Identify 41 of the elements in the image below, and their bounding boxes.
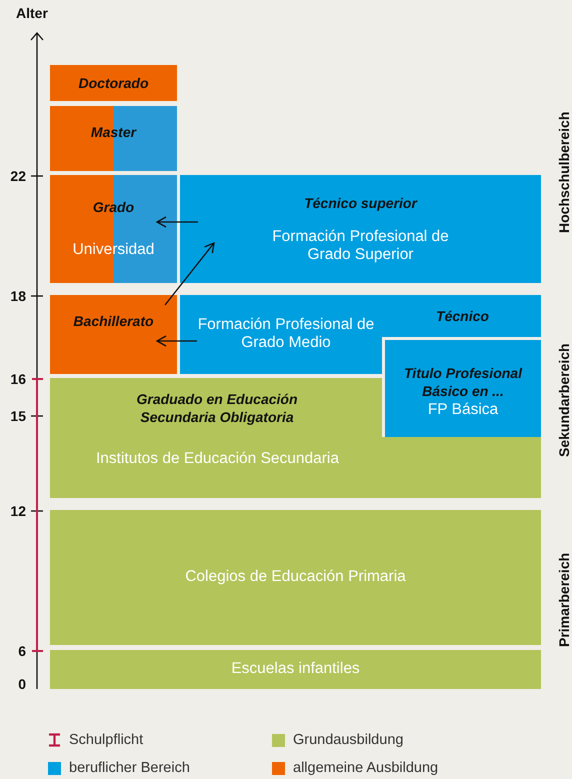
education-block (180, 175, 541, 283)
education-block (50, 295, 177, 374)
qualification-label: Graduado en Educación Secundaria Obligatoria (135, 390, 299, 426)
stage-label: Primarbereich (556, 552, 572, 650)
education-block (382, 337, 541, 437)
legend-label: allgemeine Ausbildung (293, 759, 438, 778)
arrow (156, 216, 198, 228)
tick-label: 22 (10, 168, 26, 184)
institution-label: Formación Profesional de Grado Medio (196, 316, 376, 352)
legend-label: Schulpflicht (69, 731, 144, 750)
institution-label: FP Básica (426, 401, 500, 419)
institution-label: Colegios de Educación Primaria (184, 568, 407, 586)
stage-label: Sekundarbereich (556, 342, 572, 459)
arrow (156, 335, 197, 347)
education-block (50, 175, 177, 283)
qualification-label: Técnico (435, 307, 490, 325)
institution-label: Formación Profesional de Grado Superior (271, 228, 450, 264)
tick-label: 6 (18, 643, 26, 659)
qualification-label: Doctorado (78, 74, 150, 92)
education-block (50, 378, 541, 498)
education-block (50, 106, 177, 171)
tick-label: 18 (10, 288, 26, 304)
tick-label: 16 (10, 371, 26, 387)
legend-label: beruflicher Bereich (69, 759, 190, 778)
qualification-label: Bachillerato (72, 312, 155, 330)
qualification-label: Grado (92, 198, 136, 216)
legend-label: Grundausbildung (293, 731, 404, 750)
education-block (50, 650, 541, 689)
education-block (50, 510, 541, 645)
arrow (164, 242, 215, 306)
stage-label: Hochschulbereich (556, 110, 572, 236)
tick-label: 15 (10, 408, 26, 424)
institution-label: Escuelas infantiles (230, 660, 361, 678)
tick-label: 12 (10, 503, 26, 519)
qualification-label: Técnico superior (303, 194, 418, 212)
qualification-label: Titulo Profesional Básico en ... (403, 364, 524, 400)
education-block (50, 65, 177, 101)
axis-title: Alter (16, 5, 48, 21)
tick-label: 0 (18, 676, 26, 692)
institution-label: Universidad (72, 241, 156, 259)
institution-label: Institutos de Educación Secundaria (95, 450, 340, 468)
